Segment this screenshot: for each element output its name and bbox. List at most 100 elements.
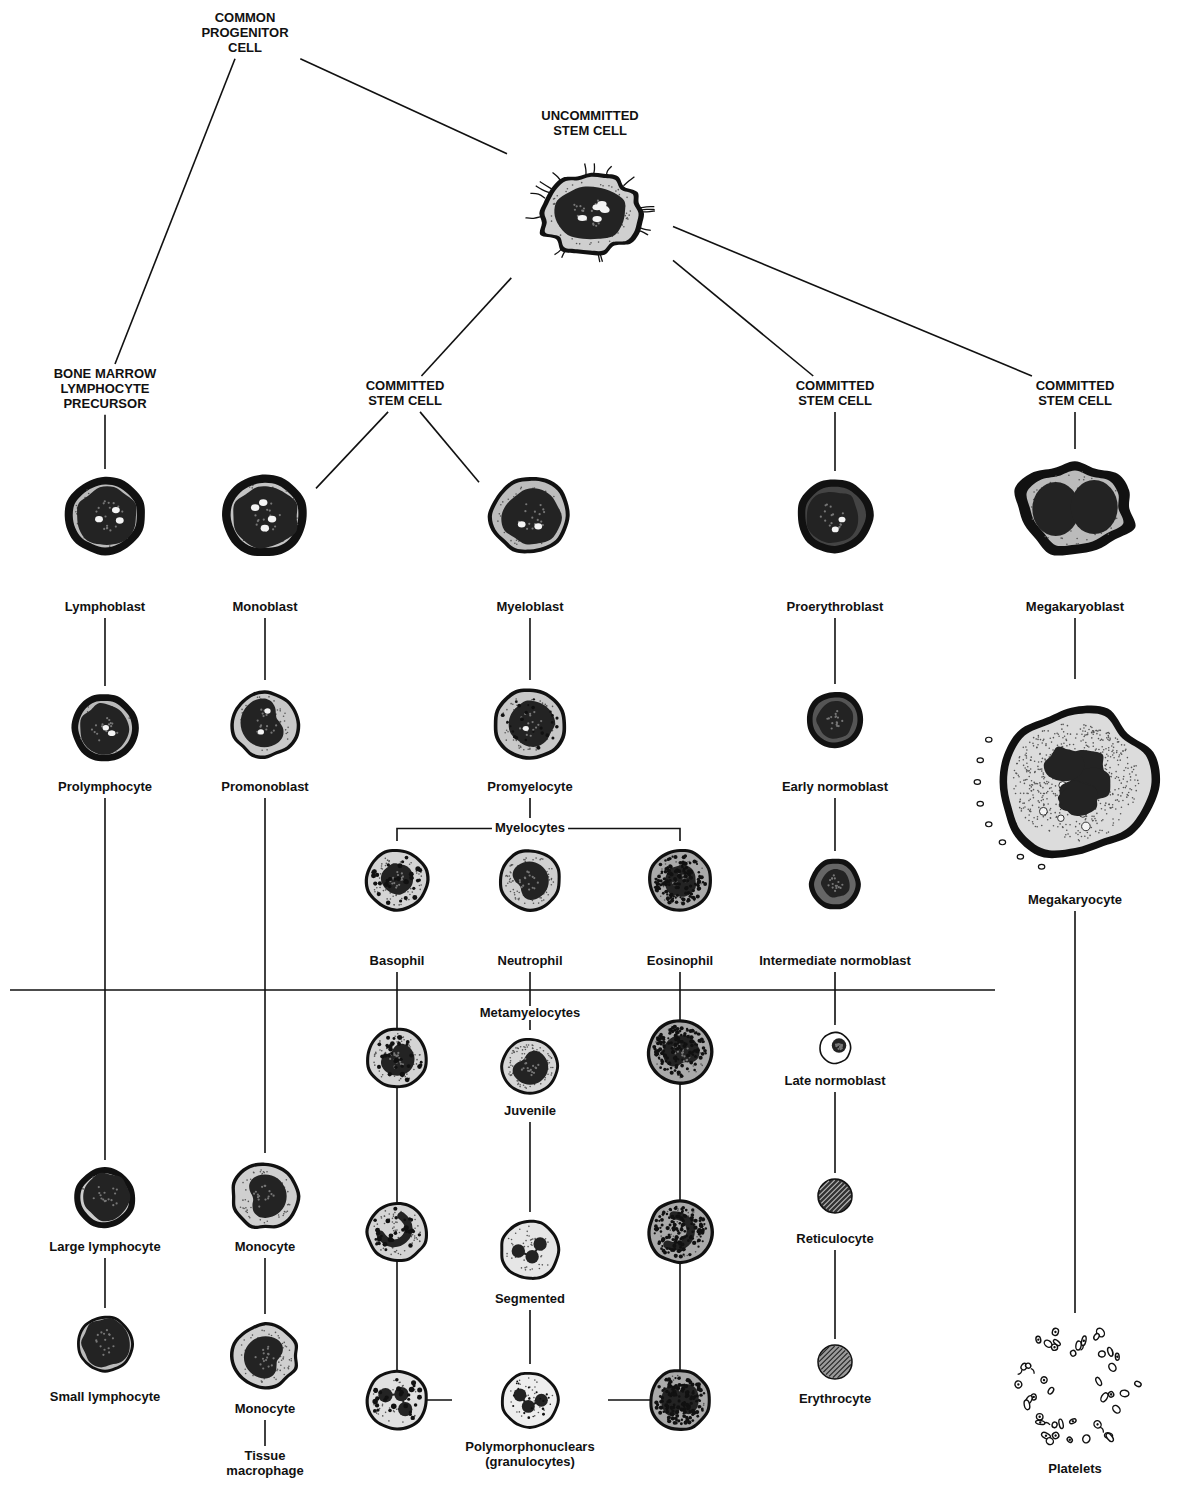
granule [680, 1048, 683, 1051]
stipple-dot [1030, 759, 1032, 761]
stipple-dot [394, 1411, 396, 1413]
granule [697, 1246, 699, 1248]
granule [679, 1254, 683, 1258]
stipple-dot [287, 727, 289, 729]
chromatin-dot [106, 527, 108, 529]
stipple-dot [400, 1078, 402, 1080]
stipple-dot [417, 1225, 419, 1227]
stipple-dot [1115, 808, 1117, 810]
stipple-dot [600, 184, 602, 186]
stipple-dot [408, 1044, 410, 1046]
granule [666, 1068, 668, 1070]
stipple-dot [1123, 776, 1125, 778]
granule [681, 1206, 685, 1210]
nucleus-lobe [661, 1386, 682, 1416]
granule [410, 1228, 414, 1232]
granule [400, 1072, 405, 1077]
cell-illustration [802, 687, 868, 753]
stipple-dot [551, 220, 553, 222]
granule [694, 1032, 697, 1035]
cell-illustration [792, 474, 878, 558]
chromatin-dot [832, 513, 834, 515]
chromatin-dot [839, 523, 841, 525]
cell-illustration [488, 683, 572, 765]
granule [667, 1037, 669, 1039]
lineage-connector [397, 828, 492, 841]
stipple-dot [286, 490, 288, 492]
cell-node: Prolymphocyte [55, 686, 155, 798]
stipple-dot [285, 733, 287, 735]
granule [532, 731, 534, 733]
granule [666, 1226, 670, 1230]
lineage-connector [1074, 618, 1076, 679]
granule [675, 1414, 679, 1418]
stipple-dot [1045, 745, 1047, 747]
cytoplasm [1026, 471, 1123, 547]
granule [686, 1035, 689, 1038]
heading-node: COMMON PROGENITOR CELL [182, 8, 308, 59]
granule [690, 1235, 693, 1238]
granule [681, 1384, 684, 1387]
granule [693, 1226, 697, 1230]
lineage-connector [1074, 911, 1076, 1313]
granule [675, 1410, 679, 1414]
granule [682, 1390, 685, 1393]
granule [376, 1408, 379, 1411]
stipple-dot [1031, 790, 1033, 792]
cytoplasm [73, 485, 137, 548]
chromatin-dot [835, 713, 837, 715]
chromatin-dot [265, 728, 267, 730]
chromatin-dot [397, 1052, 399, 1054]
stipple-dot [1091, 478, 1093, 480]
lineage-connector [104, 1258, 106, 1308]
granule [406, 1040, 410, 1044]
granule [668, 1216, 671, 1219]
stipple-dot [513, 739, 515, 741]
chromatin-dot [108, 719, 110, 721]
stipple-dot [506, 709, 508, 711]
chromatin-dot [273, 729, 275, 731]
granule [388, 1072, 392, 1076]
stipple-dot [615, 190, 617, 192]
stipple-dot [382, 1405, 384, 1407]
stipple-dot [1037, 818, 1039, 820]
stipple-dot [419, 1240, 421, 1242]
granule [391, 1404, 397, 1410]
nucleolus [592, 216, 601, 222]
chromatin-dot [116, 732, 118, 734]
granule [669, 1224, 672, 1227]
stipple-dot [696, 1236, 698, 1238]
cell-membrane [65, 477, 145, 556]
stipple-dot [527, 748, 529, 750]
granule [688, 1050, 691, 1053]
granule [380, 1235, 383, 1238]
stipple-dot [590, 242, 592, 244]
granule [391, 1239, 394, 1242]
granule [698, 1399, 701, 1402]
stipple-dot [500, 515, 502, 517]
stipple-dot [1129, 788, 1131, 790]
chromatin-dot [109, 507, 111, 509]
chromatin-dot [106, 527, 108, 529]
chromatin-dot [535, 726, 537, 728]
chromatin-dot [677, 1051, 679, 1053]
stipple-dot [1033, 817, 1035, 819]
cell-illustration [967, 682, 1183, 882]
stipple-dot [1108, 804, 1110, 806]
granule [688, 1253, 691, 1256]
granule [665, 1390, 668, 1393]
stipple-dot [399, 1232, 401, 1234]
lineage-connector [568, 828, 680, 841]
chromatin-dot [824, 520, 826, 522]
stipple-dot [677, 1210, 679, 1212]
stipple-dot [1112, 794, 1114, 796]
nucleus [380, 1216, 414, 1250]
granule [517, 704, 521, 708]
stipple-dot [546, 705, 548, 707]
chromatin-dot [576, 205, 578, 207]
lineage-connector [115, 59, 235, 364]
stipple-dot [518, 747, 520, 749]
stipple-dot [520, 488, 522, 490]
lineage-connector [673, 227, 1032, 376]
cell-drawing [365, 1202, 428, 1262]
